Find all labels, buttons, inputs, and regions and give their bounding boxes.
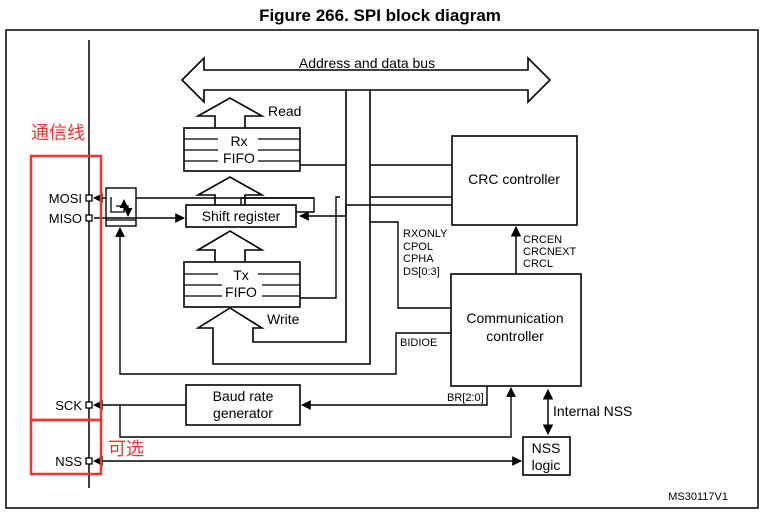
communication-controller-block	[450, 273, 582, 387]
tx-fifo-crc-wire	[300, 196, 340, 299]
crc-controller-block	[451, 135, 578, 226]
comm-lines-annotation: 通信线	[31, 123, 85, 144]
read-label: Read	[268, 103, 301, 119]
nss-logic-block	[522, 436, 571, 476]
direction-switch	[105, 187, 137, 227]
bus-label: Address and data bus	[299, 55, 435, 71]
address-data-bus-arrow	[180, 56, 552, 104]
figure-ref-code: MS30117V1	[668, 491, 728, 503]
optional-annotation: 可选	[108, 439, 144, 460]
tx-fifo-block: Tx FIFO	[183, 261, 301, 308]
nss-logic-line2: logic	[532, 457, 561, 473]
br-wire	[301, 386, 488, 410]
bidioe-wire	[115, 227, 451, 375]
miso-pin	[85, 214, 93, 222]
nss-pin	[85, 457, 93, 465]
shift-to-rx-arrow	[194, 176, 266, 205]
comm-controller-line1: Communication	[466, 310, 563, 326]
control-bits-wire	[370, 221, 452, 309]
tx-fifo-line1: Tx	[233, 267, 249, 283]
rx-fifo-line2: FIFO	[223, 150, 255, 166]
crc-bit-crcl: CRCL	[523, 258, 553, 270]
read-arrow	[194, 97, 266, 128]
bidioe-label: BIDIOE	[400, 337, 437, 349]
sck-pin	[85, 401, 93, 409]
baud-rate-generator-block	[185, 384, 301, 426]
nss-label: NSS	[55, 454, 82, 469]
nss-logic-line1: NSS	[532, 440, 561, 456]
control-bit-cpha: CPHA	[403, 253, 434, 265]
shift-register-label: Shift register	[202, 208, 281, 224]
rx-fifo-block: Rx FIFO	[183, 127, 301, 172]
comm-controller-line2: controller	[486, 328, 544, 344]
baud-rate-line1: Baud rate	[213, 388, 274, 404]
crc-controller-label: CRC controller	[468, 171, 560, 187]
br-label: BR[2:0]	[447, 392, 484, 404]
internal-nss-label: Internal NSS	[553, 403, 632, 419]
miso-label: MISO	[49, 211, 82, 226]
control-bit-ds: DS[0:3]	[403, 266, 440, 278]
sck-label: SCK	[55, 398, 82, 413]
crc-to-shift-wire	[299, 204, 452, 221]
crc-bit-crcnext: CRCNEXT	[523, 246, 576, 258]
control-bit-cpol: CPOL	[403, 241, 433, 253]
figure-title: Figure 266. SPI block diagram	[259, 6, 501, 25]
crc-bit-crcen: CRCEN	[523, 234, 562, 246]
tx-fifo-line2: FIFO	[225, 284, 257, 300]
diagram-frame	[5, 29, 759, 509]
write-arrow	[195, 90, 371, 365]
sck-feedback-wire	[119, 387, 516, 438]
baud-rate-line2: generator	[213, 405, 273, 421]
mosi-label: MOSI	[49, 191, 82, 206]
control-bit-rxonly: RXONLY	[403, 228, 448, 240]
optional-highlight	[29, 418, 103, 476]
tx-to-shift-arrow	[195, 230, 265, 262]
rx-fifo-line1: Rx	[230, 133, 247, 149]
write-label: Write	[267, 311, 300, 327]
mosi-pin	[85, 194, 93, 202]
